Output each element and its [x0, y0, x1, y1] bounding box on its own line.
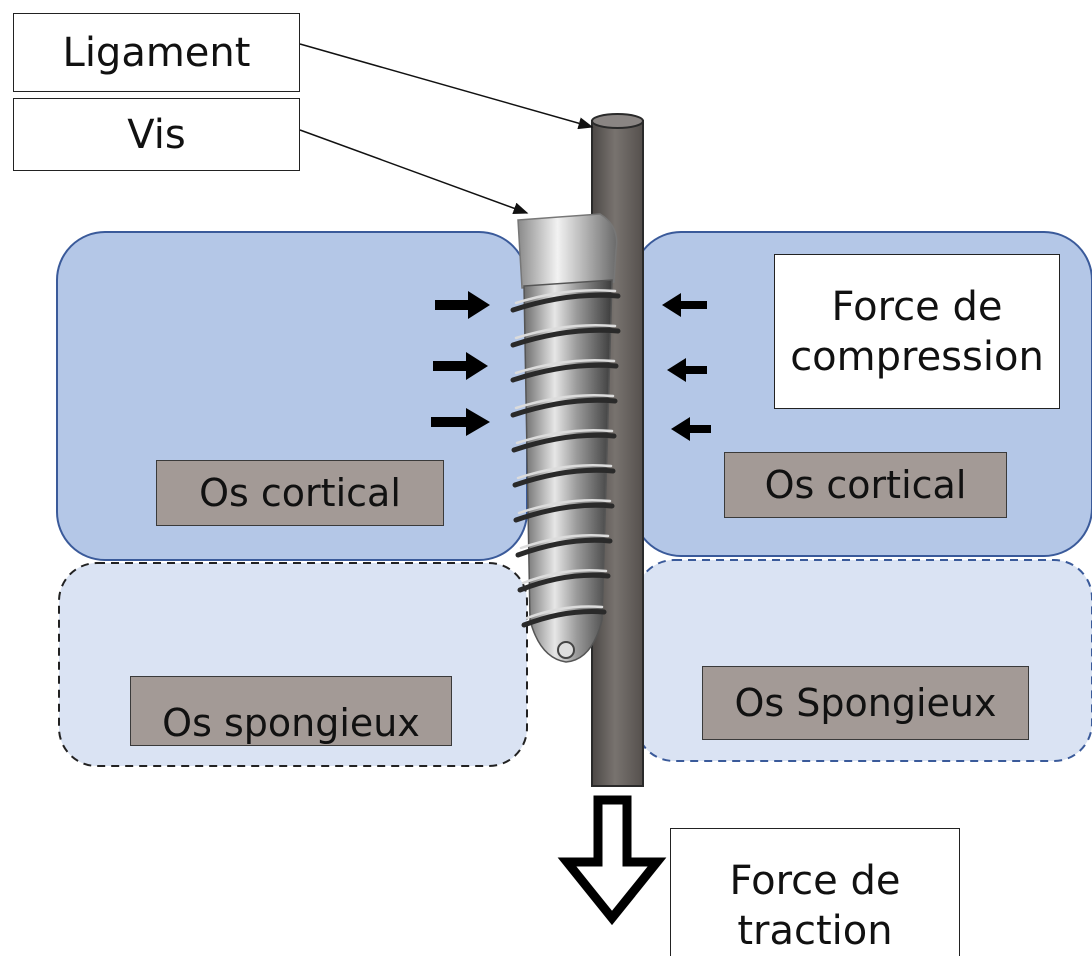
compression-force-label: Force de compression	[774, 254, 1060, 409]
spongy-left-text: Os spongieux	[162, 701, 420, 745]
traction-force-label: Force de traction	[670, 828, 960, 956]
arrow-right-icon	[433, 352, 488, 380]
arrow-left-icon	[671, 417, 711, 441]
cortical-right-text: Os cortical	[764, 463, 967, 507]
cortical-left-tag: Os cortical	[156, 460, 444, 526]
compression-arrows-right	[662, 293, 711, 441]
screw-label: Vis	[13, 98, 300, 171]
ligament-label-text: Ligament	[62, 29, 251, 76]
arrow-right-icon	[435, 291, 490, 319]
ligament-leader-line	[299, 43, 594, 130]
spongy-left-tag: Os spongieux	[130, 676, 452, 746]
ligament-label: Ligament	[13, 13, 300, 92]
spongy-right-tag: Os Spongieux	[702, 666, 1029, 740]
compression-label-line2: compression	[790, 333, 1044, 380]
spongy-right-text: Os Spongieux	[734, 681, 997, 725]
screw-leader-line	[299, 129, 529, 214]
screw-graphic	[510, 213, 621, 663]
arrow-right-icon	[431, 408, 490, 436]
cortical-left-text: Os cortical	[199, 471, 401, 515]
screw-label-text: Vis	[127, 111, 186, 158]
arrow-left-icon	[662, 293, 707, 317]
compression-arrows-left	[431, 291, 490, 436]
traction-arrow-icon	[557, 795, 667, 926]
traction-label-line2: traction	[737, 908, 893, 954]
arrow-left-icon	[667, 358, 707, 382]
traction-label-line1: Force de	[729, 858, 901, 904]
cortical-right-tag: Os cortical	[724, 452, 1007, 518]
compression-label-line1: Force de	[831, 283, 1003, 330]
